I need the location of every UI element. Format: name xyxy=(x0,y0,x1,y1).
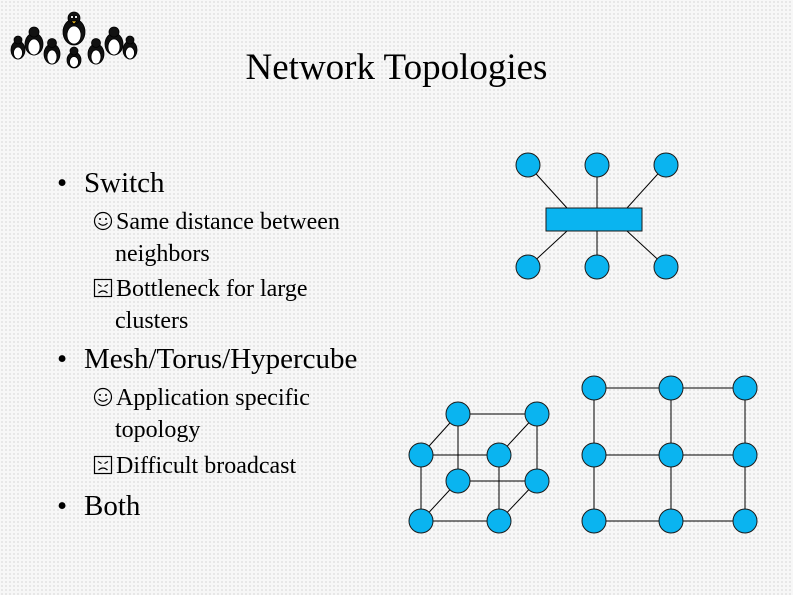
mesh-topology xyxy=(581,375,758,534)
node xyxy=(486,508,512,534)
hypercube-topology xyxy=(408,401,550,534)
switch-box xyxy=(545,207,643,232)
node xyxy=(515,152,541,178)
sub-bullet: Same distance between neighbors xyxy=(93,207,393,269)
bullet-dot: • xyxy=(57,343,68,375)
sub-bullet-text: Same distance between xyxy=(116,209,340,235)
frown-face-icon xyxy=(93,453,116,483)
smiley-face-icon xyxy=(93,209,116,239)
node xyxy=(581,442,607,468)
node xyxy=(445,401,471,427)
bullet-label: Switch xyxy=(84,167,165,199)
node xyxy=(581,375,607,401)
node xyxy=(658,375,684,401)
node xyxy=(408,442,434,468)
node xyxy=(658,442,684,468)
sub-bullet: Bottleneck for large clusters xyxy=(93,274,393,336)
node xyxy=(732,375,758,401)
star-topology-switch xyxy=(515,152,679,280)
node xyxy=(408,508,434,534)
penguin-cluster-logo xyxy=(10,11,138,69)
node xyxy=(581,508,607,534)
sub-bullet-text-cont: topology xyxy=(115,417,201,443)
node xyxy=(486,442,512,468)
bullet-label: Both xyxy=(84,490,141,522)
bullet-dot: • xyxy=(57,167,68,199)
bullet-label: Mesh/Torus/Hypercube xyxy=(84,343,358,375)
node xyxy=(584,152,610,178)
sub-bullet-text: Difficult broadcast xyxy=(116,453,297,479)
bullet-mesh-torus-hypercube: • Mesh/Torus/Hypercube xyxy=(57,342,357,376)
node xyxy=(653,152,679,178)
bullet-switch: • Switch xyxy=(57,166,165,200)
smiley-face-icon xyxy=(93,385,116,415)
node xyxy=(584,254,610,280)
node xyxy=(653,254,679,280)
node xyxy=(515,254,541,280)
node xyxy=(658,508,684,534)
frown-face-icon xyxy=(93,276,116,306)
bullet-both: • Both xyxy=(57,489,140,523)
sub-bullet: Application specific topology xyxy=(93,383,393,445)
sub-bullet-text-cont: neighbors xyxy=(115,241,210,267)
slide-title: Network Topologies xyxy=(245,47,548,88)
node xyxy=(445,468,471,494)
sub-bullet-text: Application specific xyxy=(116,385,310,411)
node xyxy=(732,442,758,468)
node xyxy=(524,401,550,427)
sub-bullet-text-cont: clusters xyxy=(115,308,189,334)
sub-bullet-text: Bottleneck for large xyxy=(116,276,308,302)
node xyxy=(524,468,550,494)
node xyxy=(732,508,758,534)
sub-bullet: Difficult broadcast xyxy=(93,451,393,483)
bullet-dot: • xyxy=(57,490,68,522)
